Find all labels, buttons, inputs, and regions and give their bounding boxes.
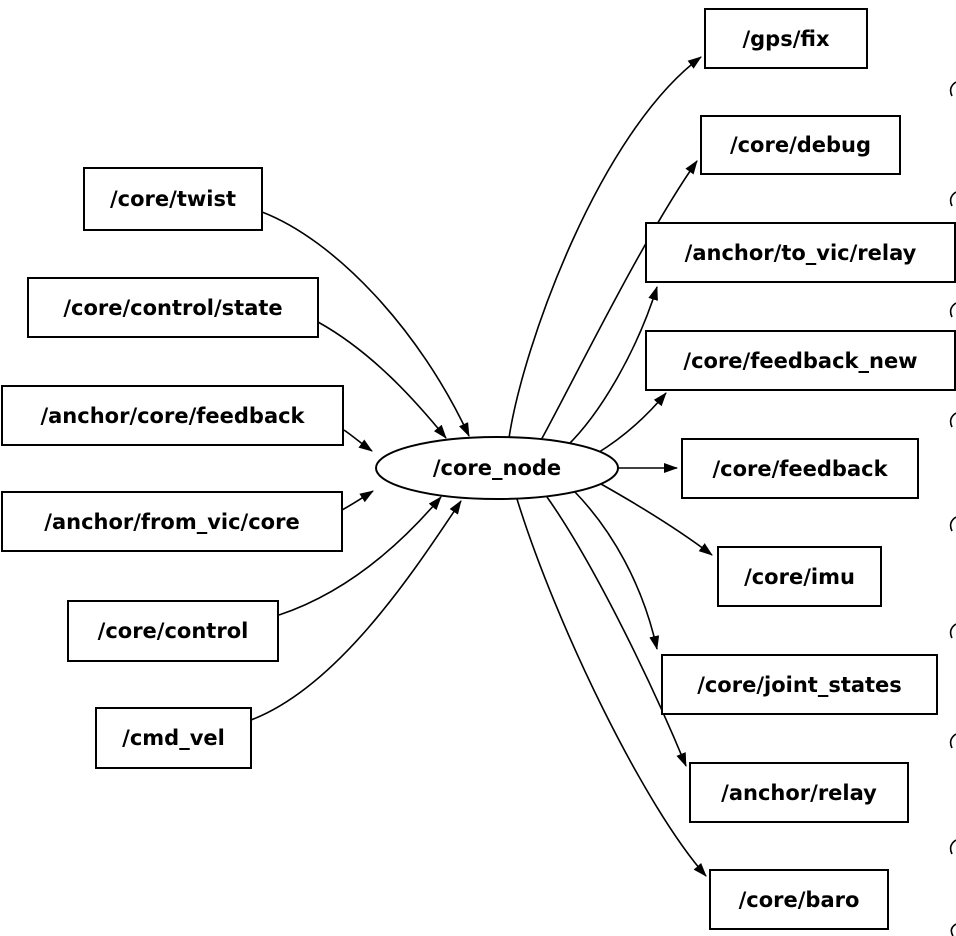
edge-cmd-vel-to-core-node xyxy=(250,500,462,721)
topic-box-core-feedback-new: /core/feedback_new xyxy=(645,330,956,391)
topic-box-anchor-relay: /anchor/relay xyxy=(689,762,909,823)
edge-group xyxy=(250,56,713,877)
topic-box-core-feedback: /core/feedback xyxy=(681,438,919,499)
topic-box-core-twist: /core/twist xyxy=(83,167,263,231)
topic-box-anchor-core-feedback: /anchor/core/feedback xyxy=(1,385,344,446)
clipped-edge xyxy=(949,733,956,749)
clipped-edge xyxy=(949,623,956,639)
edge-core-control-to-core-node xyxy=(278,496,442,616)
edge-core-node-to-anchor-relay xyxy=(546,496,687,767)
topic-label: /core/imu xyxy=(744,564,855,589)
topic-label: /core/joint_states xyxy=(697,672,902,697)
topic-box-core-control: /core/control xyxy=(67,600,279,662)
edge-core-node-to-core-imu xyxy=(600,483,713,556)
topic-box-core-control-state: /core/control/state xyxy=(27,277,319,338)
topic-label: /anchor/from_vic/core xyxy=(44,509,300,534)
clipped-edge xyxy=(950,923,956,936)
topic-box-core-joint-states: /core/joint_states xyxy=(661,654,938,715)
clipped-edge-fragments xyxy=(949,81,956,936)
topic-box-gps-fix: /gps/fix xyxy=(704,8,868,69)
topic-box-core-imu: /core/imu xyxy=(717,546,882,607)
edge-core-node-to-core-debug xyxy=(539,160,698,443)
topic-label: /gps/fix xyxy=(742,26,830,51)
topic-label: /core/twist xyxy=(110,187,236,211)
topic-box-anchor-to-vic-relay: /anchor/to_vic/relay xyxy=(645,222,956,283)
topic-box-core-baro: /core/baro xyxy=(709,869,889,930)
core-node-ellipse xyxy=(375,436,619,500)
topic-box-core-debug: /core/debug xyxy=(700,115,901,175)
clipped-edge xyxy=(949,191,956,207)
edge-core-node-to-core-feedback-new xyxy=(595,392,667,455)
clipped-edge xyxy=(949,81,956,97)
topic-box-anchor-from-vic-core: /anchor/from_vic/core xyxy=(1,491,343,552)
edge-core-control-state-to-core-node xyxy=(317,321,447,439)
edge-anchor-from-vic-core-to-core-node xyxy=(341,490,374,511)
topic-label: /core/baro xyxy=(738,887,860,912)
clipped-edge xyxy=(949,839,956,855)
edge-core-node-to-gps-fix xyxy=(508,56,702,439)
topic-label: /core/feedback_new xyxy=(683,348,918,373)
clipped-edge xyxy=(949,302,956,318)
topic-label: /anchor/relay xyxy=(721,780,877,805)
clipped-edge xyxy=(949,516,956,532)
edge-core-node-to-core-joint-states xyxy=(573,490,660,650)
edge-core-node-to-core-baro xyxy=(516,498,707,877)
topic-label: /core/control/state xyxy=(63,295,283,320)
edge-anchor-core-feedback-to-core-node xyxy=(343,429,373,452)
topic-label: /core/control xyxy=(97,619,249,643)
clipped-edge xyxy=(949,412,956,428)
edge-core-node-to-anchor-to-vic-relay xyxy=(566,286,658,447)
topic-label: /anchor/to_vic/relay xyxy=(684,240,917,265)
topic-label: /cmd_vel xyxy=(122,726,225,750)
topic-label: /anchor/core/feedback xyxy=(40,403,305,428)
topic-box-cmd-vel: /cmd_vel xyxy=(95,707,252,769)
topic-label: /core/debug xyxy=(729,133,872,157)
edge-core-twist-to-core-node xyxy=(261,211,470,437)
topic-label: /core/feedback xyxy=(712,456,888,481)
